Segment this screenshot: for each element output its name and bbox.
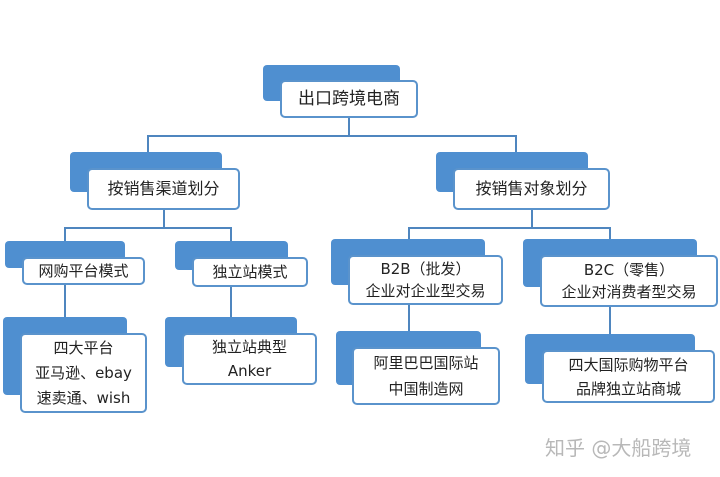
b2c-node: B2C（零售） 企业对消费者型交易 xyxy=(540,255,718,307)
node-label: Anker xyxy=(227,362,272,380)
independent-site-node: 独立站模式 xyxy=(192,257,308,287)
b2b-example-node: 阿里巴巴国际站中国制造网 xyxy=(352,347,500,405)
node-label: 出口跨境电商 xyxy=(298,89,400,109)
b2b-node: B2B（批发） 企业对企业型交易 xyxy=(348,255,503,305)
connector xyxy=(64,227,232,229)
target-node: 按销售对象划分 xyxy=(453,168,610,210)
connector xyxy=(515,135,517,153)
connector xyxy=(230,227,232,242)
connector xyxy=(348,118,350,136)
node-label: 按销售对象划分 xyxy=(475,179,588,198)
connector xyxy=(609,307,611,335)
node-label: 四大平台 xyxy=(53,338,114,357)
node-label: 企业对企业型交易 xyxy=(365,282,486,300)
four-platforms-node: 四大平台亚马逊、ebay 速卖通、wish xyxy=(20,333,147,413)
node-label: B2C（零售） xyxy=(583,261,675,279)
independent-example-node: 独立站典型 Anker xyxy=(182,333,317,385)
connector xyxy=(64,285,66,318)
connector xyxy=(147,135,517,137)
connector xyxy=(147,135,149,153)
node-label: 网购平台模式 xyxy=(38,262,129,280)
marketplace-mode-node: 网购平台模式 xyxy=(22,257,145,285)
node-label: 阿里巴巴国际站 xyxy=(373,354,479,372)
b2c-example-node: 四大国际购物平台品牌独立站商城 xyxy=(542,350,715,403)
connector xyxy=(408,227,410,240)
connector xyxy=(408,305,410,332)
node-label: 中国制造网 xyxy=(388,380,464,398)
connector xyxy=(163,210,165,228)
node-label: 亚马逊、ebay xyxy=(35,363,132,382)
node-label: 品牌独立站商城 xyxy=(575,379,681,398)
root-node: 出口跨境电商 xyxy=(280,80,418,118)
node-label: 速卖通、wish xyxy=(36,388,131,407)
channel-node: 按销售渠道划分 xyxy=(87,168,240,210)
watermark: 知乎 @大船跨境 xyxy=(545,436,692,460)
connector xyxy=(408,227,611,229)
node-label: B2B（批发） xyxy=(380,260,471,278)
node-label: 企业对消费者型交易 xyxy=(561,283,697,301)
connector xyxy=(64,227,66,242)
node-label: 按销售渠道划分 xyxy=(107,179,220,198)
node-label: 独立站典型 xyxy=(211,338,287,356)
connector xyxy=(230,287,232,318)
connector xyxy=(609,227,611,240)
node-label: 独立站模式 xyxy=(212,263,288,281)
connector xyxy=(531,210,533,228)
node-label: 四大国际购物平台 xyxy=(568,355,689,374)
